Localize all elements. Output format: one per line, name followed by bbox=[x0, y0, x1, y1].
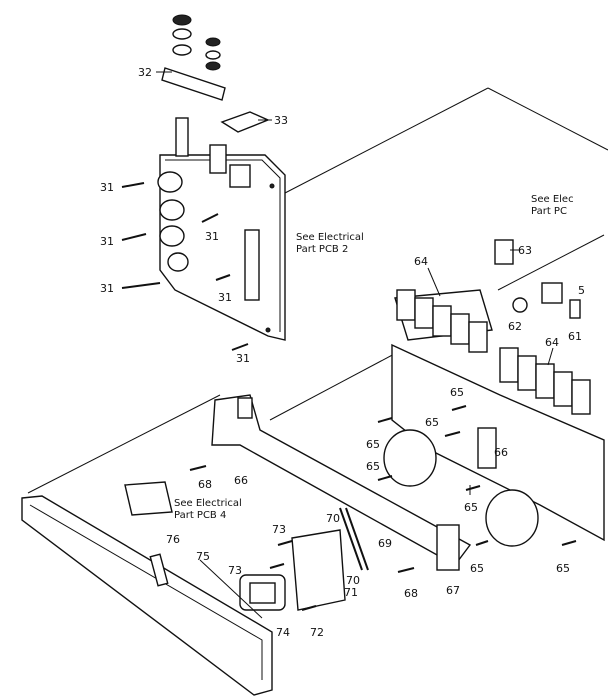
callout-labels: 32 33 31 31 31 31 31 31 64 64 63 62 61 5… bbox=[100, 66, 585, 639]
callout-32: 32 bbox=[138, 66, 152, 79]
note-right-line2: Part PC bbox=[531, 206, 567, 217]
chassis-block bbox=[383, 343, 605, 547]
pcb4-board bbox=[124, 481, 173, 516]
bracket-70-71 bbox=[291, 529, 346, 611]
callout-73: 73 bbox=[272, 523, 286, 536]
note-pcb2-line1: See Electrical bbox=[296, 232, 364, 243]
front-panel-75 bbox=[21, 495, 273, 696]
callout-72: 72 bbox=[310, 626, 324, 639]
callout-65: 65 bbox=[556, 562, 570, 575]
callout-66: 66 bbox=[234, 474, 248, 487]
callout-65: 65 bbox=[464, 501, 478, 514]
bar-69 bbox=[339, 507, 369, 571]
callout-67: 67 bbox=[446, 584, 460, 597]
part-33-pad bbox=[220, 111, 270, 133]
callout-63: 63 bbox=[518, 244, 532, 257]
screws-65 bbox=[189, 405, 577, 611]
callout-69: 69 bbox=[378, 537, 392, 550]
screws-31 bbox=[121, 182, 249, 351]
callout-65: 65 bbox=[425, 416, 439, 429]
note-pcb4-line1: See Electrical bbox=[174, 498, 242, 509]
callout-68: 68 bbox=[404, 587, 418, 600]
note-pcb2-line2: Part PCB 2 bbox=[296, 244, 348, 255]
small-parts-61-63 bbox=[494, 239, 581, 319]
callout-68: 68 bbox=[198, 478, 212, 491]
note-right-line1: See Elec bbox=[531, 194, 574, 205]
callout-71: 71 bbox=[344, 586, 358, 599]
callout-73: 73 bbox=[228, 564, 242, 577]
callout-64: 64 bbox=[545, 336, 559, 349]
pcb2-board bbox=[157, 117, 286, 341]
callout-70: 70 bbox=[326, 512, 340, 525]
electrical-notes: See Electrical Part PCB 2 See Electrical… bbox=[174, 194, 574, 521]
callout-65: 65 bbox=[366, 438, 380, 451]
callout-31: 31 bbox=[236, 352, 250, 365]
callout-31: 31 bbox=[218, 291, 232, 304]
callout-66: 66 bbox=[494, 446, 508, 459]
callout-31: 31 bbox=[100, 235, 114, 248]
callout-5: 5 bbox=[578, 284, 585, 297]
note-pcb4-line2: Part PCB 4 bbox=[174, 510, 226, 521]
part-74 bbox=[239, 574, 286, 611]
callout-75: 75 bbox=[196, 550, 210, 563]
callout-76: 76 bbox=[166, 533, 180, 546]
leader-lines bbox=[156, 71, 554, 619]
callout-70: 70 bbox=[346, 574, 360, 587]
callout-33: 33 bbox=[274, 114, 288, 127]
part-32-bracket bbox=[161, 14, 226, 101]
callout-64: 64 bbox=[414, 255, 428, 268]
callout-65: 65 bbox=[470, 562, 484, 575]
callout-62: 62 bbox=[508, 320, 522, 333]
key-assembly-upper bbox=[394, 289, 493, 353]
callout-31: 31 bbox=[100, 282, 114, 295]
callout-31: 31 bbox=[205, 230, 219, 243]
callout-65: 65 bbox=[450, 386, 464, 399]
callout-61: 61 bbox=[568, 330, 582, 343]
callout-31: 31 bbox=[100, 181, 114, 194]
rail-bracket bbox=[211, 394, 472, 571]
callout-74: 74 bbox=[276, 626, 290, 639]
callout-65: 65 bbox=[366, 460, 380, 473]
key-assembly-lower bbox=[499, 347, 591, 415]
